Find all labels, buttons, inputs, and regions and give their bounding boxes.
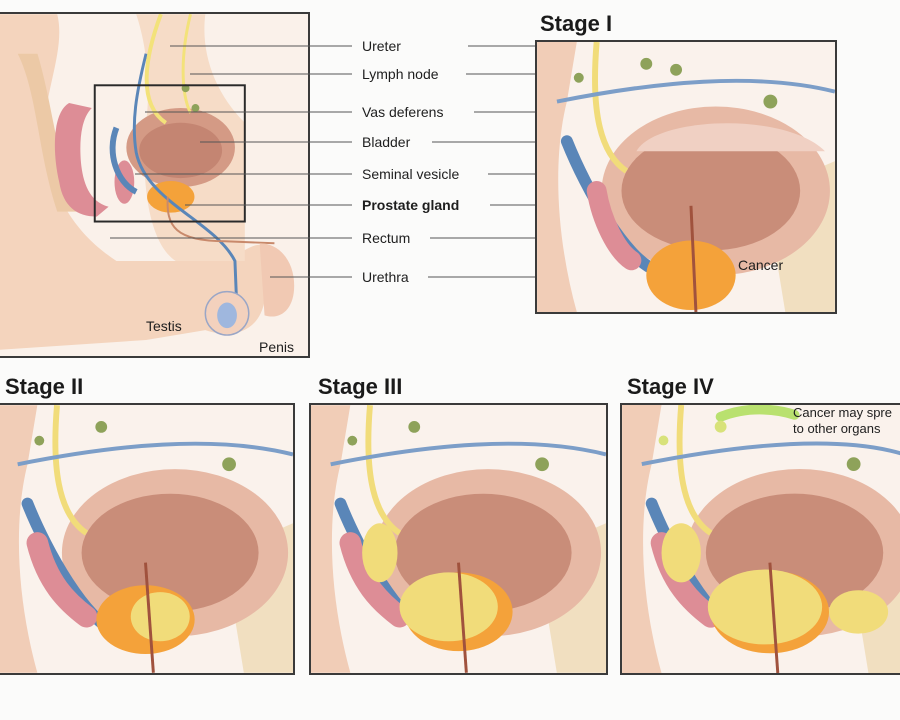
seminal-vesicle-label: Seminal vesicle — [362, 166, 460, 182]
bladder-label: Bladder — [362, 134, 411, 150]
stage-2-panel — [0, 403, 295, 675]
stage-3-panel — [309, 403, 608, 675]
stage-2-illustration — [0, 405, 293, 673]
stage-4-illustration — [622, 405, 900, 673]
prostate-gland-label: Prostate gland — [362, 197, 460, 213]
stage-1-cancer-label: Cancer — [738, 257, 784, 273]
stage-1-title: Stage I — [540, 11, 613, 36]
testis-label: Testis — [146, 318, 182, 334]
stage-2-title: Stage II — [5, 374, 84, 399]
stage-4-title: Stage IV — [627, 374, 714, 399]
vas-deferens-label: Vas deferens — [362, 104, 444, 120]
stage-1-panel — [535, 40, 837, 314]
urethra-label: Urethra — [362, 269, 409, 285]
lymph-node-label: Lymph node — [362, 66, 439, 82]
ureter-label: Ureter — [362, 38, 401, 54]
stage-4-spread-note-line1: Cancer may spre — [793, 405, 892, 420]
stage-3-illustration — [311, 405, 606, 673]
overview-anatomy-illustration — [0, 14, 308, 356]
overview-anatomy-panel — [0, 12, 310, 358]
stage-1-illustration — [537, 42, 835, 312]
stage-4-panel — [620, 403, 900, 675]
penis-label: Penis — [259, 339, 295, 355]
stage-3-title: Stage III — [318, 374, 403, 399]
stage-4-spread-note-line2: to other organs — [793, 421, 881, 436]
rectum-label: Rectum — [362, 230, 411, 246]
